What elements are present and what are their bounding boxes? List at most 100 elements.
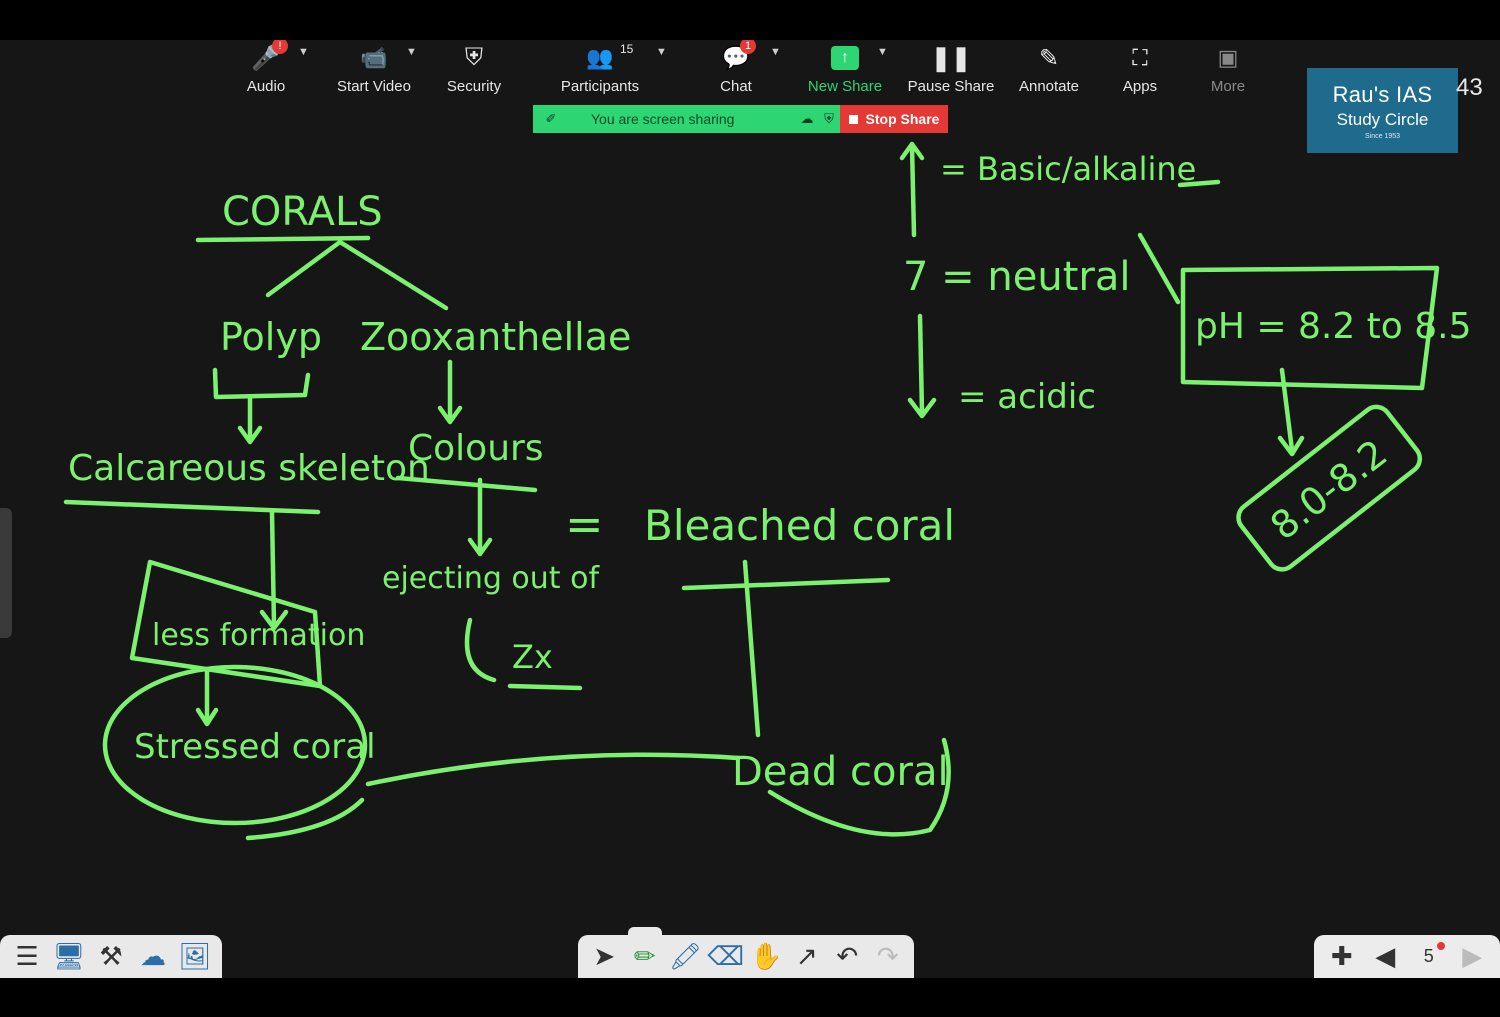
underline-bleached	[681, 577, 891, 591]
underline-corals	[195, 235, 371, 243]
label-ph-range: 8.0-8.2	[1262, 431, 1395, 549]
label-bleached-coral: Bleached coral	[644, 501, 955, 550]
share-status-text: You are screen sharing	[591, 111, 735, 127]
label-acidic: = acidic	[958, 377, 1096, 417]
add-page-icon[interactable]: ✚	[1330, 941, 1353, 971]
more-label: More	[1210, 78, 1246, 95]
label-colours: Colours	[408, 428, 544, 469]
select-arrow-icon[interactable]: ➤	[593, 941, 616, 971]
hand-icon[interactable]: ✋	[750, 941, 783, 971]
cloud-share-icon[interactable]: ☁	[140, 941, 166, 971]
apps-button[interactable]: ⛶ Apps	[1094, 40, 1186, 95]
audio-label: Audio	[246, 78, 286, 95]
chevron-down-icon[interactable]: ▼	[656, 46, 667, 58]
participants-icon: 👥	[586, 45, 614, 70]
previous-page-icon[interactable]: ◀	[1375, 941, 1396, 971]
shield-check-icon: ⛨	[824, 111, 834, 126]
label-corals: CORALS	[222, 189, 383, 235]
share-status: ✐ You are screen sharing ☁ ⛨	[533, 105, 840, 133]
page-counter[interactable]: 5	[1409, 942, 1449, 967]
highlighter-icon[interactable]: 🖍	[668, 941, 702, 971]
apps-grid-icon: ⛶	[1132, 45, 1148, 70]
label-calcareous-skeleton: Calcareous skeleton	[68, 448, 430, 489]
shield-icon: ⛨	[465, 44, 483, 71]
pause-share-button[interactable]: ❚❚ Pause Share	[905, 40, 997, 96]
label-basic: = Basic/alkaline	[940, 150, 1196, 188]
next-page-icon[interactable]: ▶	[1462, 941, 1483, 971]
left-whiteboard-toolbar: ☰ 🖥 ⚒ ☁ 🖼	[0, 935, 222, 978]
more-button[interactable]: ▣ More	[1182, 40, 1274, 95]
line-stressed-to-dead	[365, 752, 741, 787]
share-up-arrow-icon: ↑	[831, 46, 859, 70]
undo-icon[interactable]: ↶	[836, 941, 859, 971]
raus-ias-logo: Rau's IAS Study Circle Since 1953	[1307, 68, 1458, 153]
pen-icon[interactable]: ✏	[633, 941, 656, 971]
label-dead-coral: Dead coral	[732, 749, 949, 795]
start-video-button[interactable]: 📹 ▼ Start Video	[328, 40, 420, 95]
slide-number: 43	[1456, 74, 1483, 101]
screen-share-bar: ✐ You are screen sharing ☁ ⛨ Stop Share	[533, 105, 948, 133]
arrow-up-basic	[899, 141, 925, 238]
whiteboard-drawing: CORALS Polyp Zooxanthellae Calcareous sk…	[63, 141, 1472, 841]
arrow-down-acidic	[907, 313, 937, 419]
branch-corals	[265, 239, 449, 311]
annotate-button[interactable]: ✎ Annotate	[1003, 40, 1095, 96]
annotate-label: Annotate	[1018, 78, 1080, 95]
chevron-down-icon[interactable]: ▼	[406, 46, 417, 58]
side-panel-handle[interactable]	[0, 508, 12, 638]
underline-zx	[507, 683, 583, 691]
participants-button[interactable]: 👥 15 ▼ Participants	[554, 40, 667, 95]
chat-unread-badge: 1	[740, 40, 756, 54]
label-polyp: Polyp	[220, 315, 322, 359]
line-bleached-to-dead	[742, 559, 761, 738]
audio-button[interactable]: 🎤 ! ▼ Audio	[220, 40, 312, 95]
label-less-formation: less formation	[152, 618, 365, 653]
underline-skeleton	[63, 499, 321, 515]
zoom-toolbar: 🎤 ! ▼ Audio 📹 ▼ Start Video ⛨ Security 👥…	[230, 40, 1270, 100]
loop-ejecting	[464, 617, 497, 683]
stop-share-button[interactable]: Stop Share	[840, 105, 948, 133]
audio-alert-badge: !	[272, 40, 288, 54]
label-zx: Zx	[512, 638, 553, 676]
more-icon: ▣	[1217, 45, 1239, 70]
pin-icon[interactable]: ✐	[545, 111, 557, 126]
underline-colours	[395, 475, 538, 493]
page-alert-dot	[1436, 942, 1445, 950]
eraser-icon[interactable]: ⌫	[707, 941, 745, 971]
box-ph-range	[1236, 404, 1423, 572]
label-stressed-coral: Stressed coral	[134, 727, 376, 767]
image-icon[interactable]: 🖼	[178, 941, 212, 971]
pen-tab	[628, 927, 662, 937]
video-off-icon: 📹	[360, 45, 388, 70]
pause-share-label: Pause Share	[907, 78, 995, 95]
laser-pointer-icon[interactable]: ↗	[795, 941, 818, 971]
menu-icon[interactable]: ☰	[15, 941, 39, 971]
label-equals: =	[565, 497, 604, 551]
label-ph: pH = 8.2 to 8.5	[1195, 306, 1472, 347]
arrow-ph	[1277, 367, 1305, 457]
chat-label: Chat	[720, 78, 752, 95]
chat-button[interactable]: 💬 1 ▼ Chat	[690, 40, 782, 95]
ellipse-tail	[245, 797, 365, 841]
redo-icon[interactable]: ↷	[876, 941, 899, 971]
security-button[interactable]: ⛨ Security	[428, 40, 520, 95]
chevron-down-icon[interactable]: ▼	[770, 46, 781, 58]
logo-line2: Study Circle	[1336, 110, 1429, 129]
center-whiteboard-toolbar: ➤ ✏ 🖍 ⌫ ✋ ↗ ↶ ↷	[578, 935, 914, 978]
tools-icon[interactable]: ⚒	[99, 941, 123, 971]
new-share-button[interactable]: ↑ ▼ New Share	[799, 40, 891, 95]
stop-share-label: Stop Share	[865, 111, 940, 127]
participants-label: Participants	[560, 78, 640, 95]
box-ph	[1180, 265, 1440, 391]
chevron-down-icon[interactable]: ▼	[877, 46, 888, 58]
whiteboard-canvas[interactable]: CORALS Polyp Zooxanthellae Calcareous sk…	[0, 40, 1500, 978]
pointer-ph	[1137, 232, 1181, 305]
page-badge: 5	[1423, 946, 1434, 966]
participant-count: 15	[620, 42, 634, 56]
arrow-less-formation	[195, 669, 219, 727]
chevron-down-icon[interactable]: ▼	[298, 46, 309, 58]
desktop-icon[interactable]: 🖥	[52, 941, 86, 971]
security-label: Security	[446, 78, 502, 95]
logo-line1: Rau's IAS	[1332, 82, 1433, 107]
ellipse-stressed	[102, 664, 368, 826]
